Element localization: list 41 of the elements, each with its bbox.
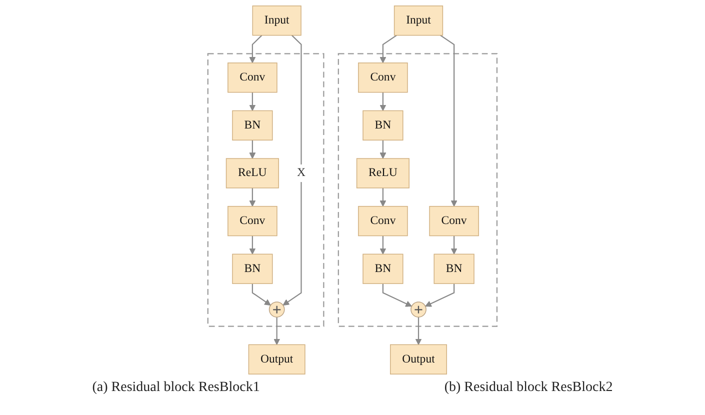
arrow	[274, 317, 280, 345]
cluster	[338, 53, 498, 327]
caption-text: (a) Residual block ResBlock1	[92, 380, 260, 396]
node-box: BN	[232, 254, 273, 284]
node-box: Output	[248, 344, 306, 374]
arrow	[252, 284, 271, 306]
node-box: Input	[252, 6, 302, 36]
arrow	[380, 188, 386, 207]
node-box: Conv	[358, 206, 408, 236]
node-box: Conv	[228, 62, 278, 93]
node-box: ReLU	[356, 158, 410, 188]
node-box: BN	[434, 254, 474, 284]
node-circle: +	[268, 302, 285, 318]
node-box: Conv	[358, 62, 408, 93]
arrow	[249, 236, 256, 254]
arrow	[249, 140, 256, 159]
arrow	[249, 188, 256, 207]
arrow	[415, 317, 422, 345]
arrow	[249, 92, 256, 111]
arrow	[380, 236, 386, 254]
node-box: Output	[390, 344, 448, 374]
node-box: BN	[362, 110, 404, 140]
arrow	[282, 34, 302, 306]
arrow	[382, 284, 412, 307]
arrow	[380, 34, 397, 64]
node-box: BN	[362, 254, 404, 284]
caption-text: (b) Residual block ResBlock2	[444, 380, 613, 396]
node-box: Conv	[429, 206, 480, 236]
arrow	[425, 284, 455, 307]
arrow	[249, 34, 262, 64]
arrow	[450, 236, 458, 254]
cluster	[207, 53, 324, 327]
node-box: BN	[232, 110, 273, 140]
arrow	[380, 92, 386, 111]
arrow	[380, 140, 386, 159]
node-box: ReLU	[226, 158, 280, 188]
node-box: Conv	[228, 206, 278, 236]
node-box: Input	[394, 6, 444, 36]
arrow	[440, 34, 458, 207]
node-circle: +	[410, 302, 426, 318]
edge-label: X	[297, 166, 306, 180]
